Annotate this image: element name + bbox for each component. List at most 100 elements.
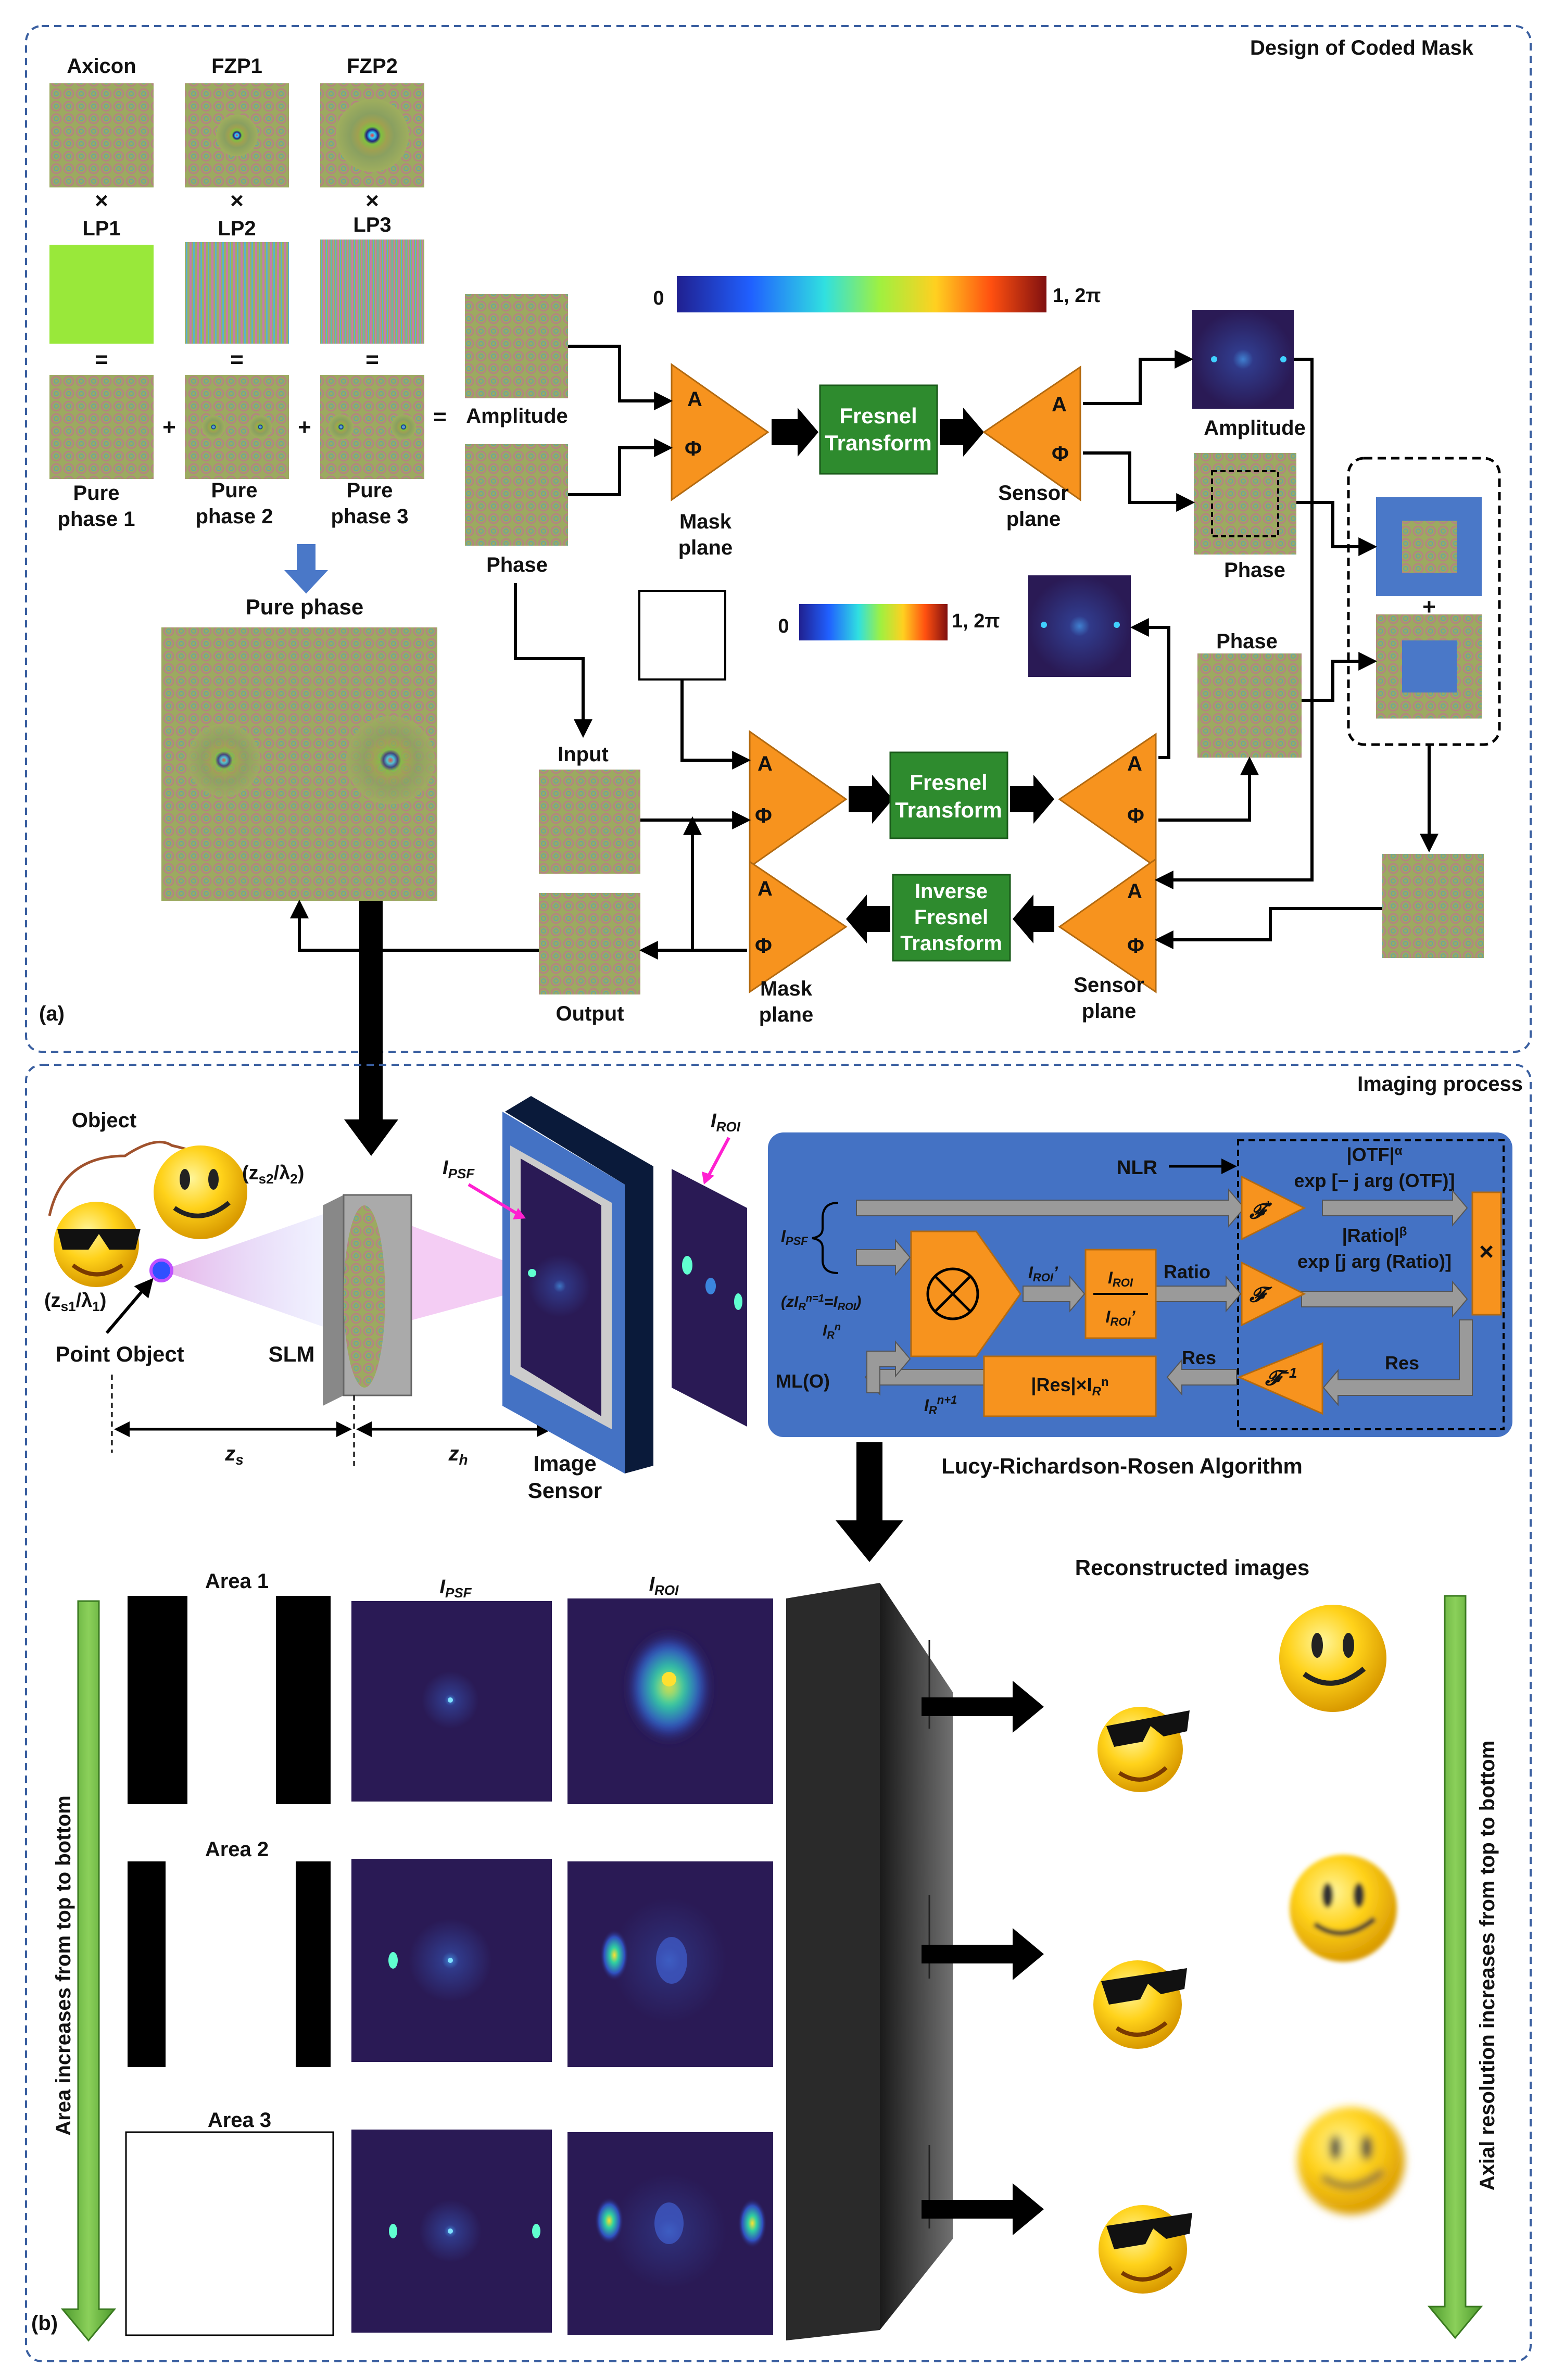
pipe-psf-mult [856,1239,911,1276]
colorbar1-max: 1, 2π [1053,285,1101,307]
amplitude-out-label: Amplitude [1204,417,1306,439]
fzp2-center [336,99,409,172]
sensor-psf-center [528,1255,591,1317]
sensor-psf-spot [528,1269,536,1277]
phase-out-label: Phase [1224,559,1285,582]
sensor-plane-l1: Sensor [998,482,1069,505]
mask-to-fresnel-arrow [772,408,818,457]
pipe-to-ratio-box [1023,1275,1086,1313]
axial-arrow-text: Axial resolution increases from top to b… [1476,1741,1499,2191]
pure-phase-2-image [185,375,289,479]
times-2: × [230,188,244,213]
sensor-plane-3-l2: plane [1082,1000,1136,1023]
iroi-row1-blob [625,1630,713,1744]
sensor-depth [505,1096,653,1474]
multiply-block [1471,1191,1502,1316]
pure-phase-1-l1: Pure [73,482,120,505]
processing-slab-side [880,1583,953,2330]
ipsf-row3-right [532,2224,540,2238]
recon-arrow-1 [922,1681,1044,1733]
recon-row3-smile-blurred [1297,2107,1405,2214]
mask-plane-l2: plane [678,536,733,559]
panel-b-frame [25,1064,1532,2362]
nlr-label: NLR [1117,1157,1157,1179]
mask-a: A [687,388,702,411]
convolution-symbol [926,1267,979,1320]
ir-init-label: (zIRn=1=IROI) [781,1293,861,1313]
iroi-col-header: IROI [649,1573,679,1598]
combo-top-inner [1402,521,1457,573]
sensor3-a: A [1127,880,1142,903]
pipe-psf-top [856,1188,1245,1228]
convolution-block [910,1230,1021,1357]
iroi-row3-blob-c [654,2202,684,2244]
pipe-mult-down [1322,1319,1473,1406]
pure-phase-3-l2: phase 3 [331,505,409,528]
ir-n1-label: IRn+1 [924,1393,957,1417]
update-block [983,1355,1157,1417]
lp2-image [185,242,289,344]
recon-row3 [1099,2107,1405,2294]
times-3: × [365,188,379,213]
algo-to-slab-arrow [836,1442,903,1562]
slm-pattern [344,1205,385,1388]
blue-down-arrow [284,544,328,594]
blank-amplitude-box [638,590,726,681]
pure-phase-spot-a [187,724,260,797]
pure-phase-title: Pure phase [246,595,363,619]
fresnel-box-2 [889,751,1008,839]
amp-to-mask [568,345,673,410]
mask-phi: Φ [685,437,702,460]
pipe-finv-to-res [1166,1358,1237,1396]
area-arrow-text: Area increases from top to bottom [52,1795,75,2135]
panel-b-title: Imaging process [1357,1073,1523,1095]
exp-ratio: exp [j arg (Ratio)] [1297,1251,1452,1272]
pure-phase-1-image [49,375,154,479]
image-sensor-l1: Image [533,1451,596,1476]
amplitude-out-spot-r [1280,356,1286,362]
fresnel-to-sensor-arrow [940,408,984,457]
psf-small-spot-l [1041,622,1047,628]
pp2-spot-b [249,415,272,438]
sensor-plane-3-l1: Sensor [1074,974,1144,997]
area1-label: Area 1 [205,1570,269,1593]
point-object-label: Point Object [55,1342,184,1366]
iroi-pointer [706,1137,730,1178]
sensor-plane-2-triangle [1058,733,1157,868]
fzp1-label: FZP1 [211,55,262,78]
lrr-algorithm-title: Lucy-Richardson-Rosen Algorithm [941,1454,1303,1478]
amplitude-out-spot-l [1211,356,1217,362]
times-1: × [95,188,108,213]
mask3-phi: Φ [755,935,772,958]
pipe-feedback [866,1340,911,1393]
sensor-plane-l2: plane [1006,508,1061,531]
area-arrow [60,1600,117,2342]
pure-phase-spot-b [346,716,435,804]
area2-open [166,1861,296,2067]
lp1-image [49,245,154,344]
update-formula: |Res|×IRn [1031,1374,1108,1399]
area1-open [187,1596,276,1804]
ipsf-pointer [468,1183,522,1217]
plus-2: + [298,414,311,440]
area3-label: Area 3 [208,2109,271,2132]
exp-otf: exp [− j arg (OTF)] [1294,1170,1455,1191]
sensor-plane-3-triangle [1058,858,1157,993]
combined-to-sensor3 [1154,907,1382,949]
recon-row1-sunglasses [1097,1707,1190,1792]
input-label: Input [558,743,609,766]
ipsf-col-header: IPSF [439,1576,472,1601]
area3-mask [125,2131,334,2336]
recon-row2-sunglasses [1093,1960,1187,2049]
recon-arrow-2 [922,1928,1044,1980]
equals-4: = [433,404,447,430]
zh-label: zh [448,1442,468,1468]
iroi-label-top: IROI [711,1110,741,1135]
fzp2-label: FZP2 [347,55,398,78]
mask-plane-3-l1: Mask [760,977,813,1000]
ratio-den: IROI’ [1106,1307,1136,1328]
ratio-mag: |Ratio|β [1342,1225,1407,1246]
phase-out2-image [1197,653,1302,758]
smiley-far [154,1145,247,1239]
